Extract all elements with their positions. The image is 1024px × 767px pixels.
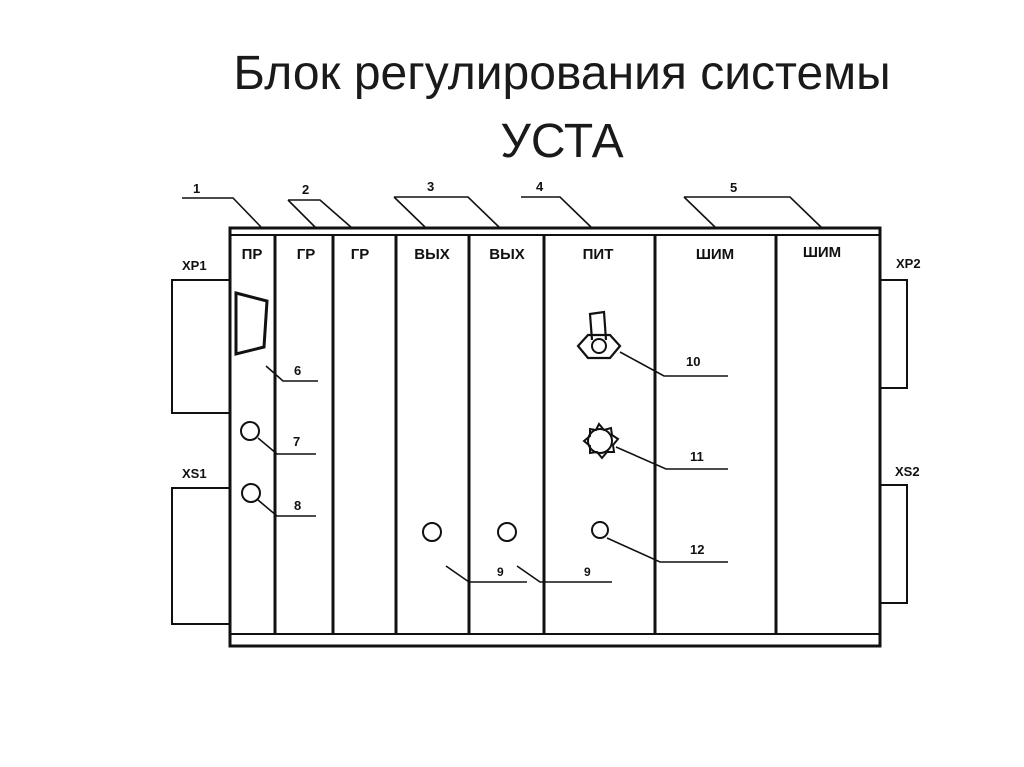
connector-xp1-box xyxy=(171,279,231,414)
module-label-shim-2: ШИМ xyxy=(803,244,841,261)
callout-leader-1 xyxy=(182,197,263,229)
callout-number-9b: 9 xyxy=(584,565,591,579)
led-indicator-8 xyxy=(241,483,261,503)
module-label-pit: ПИТ xyxy=(583,246,614,263)
led-indicator-9b xyxy=(497,522,517,542)
callout-leader-10 xyxy=(619,351,728,377)
title-line-1: Блок регулирования системы xyxy=(233,47,891,100)
callout-leader-6 xyxy=(265,365,318,382)
chassis-outline xyxy=(228,226,882,648)
callout-number-12: 12 xyxy=(690,542,704,557)
callout-number-11: 11 xyxy=(690,449,704,464)
connector-xs1-box xyxy=(171,487,231,625)
connector-label-xp2: XP2 xyxy=(896,256,921,271)
page-title: Блок регулирования системы УСТА xyxy=(0,40,1024,176)
callout-number-7: 7 xyxy=(293,434,300,449)
callout-number-10: 10 xyxy=(686,354,700,369)
callout-leader-5 xyxy=(683,196,823,229)
callout-leader-9b xyxy=(516,565,612,583)
callout-number-1: 1 xyxy=(193,181,200,196)
callout-leader-9a xyxy=(445,565,527,583)
callout-number-6: 6 xyxy=(294,363,301,378)
module-label-gr-1: ГР xyxy=(297,246,316,263)
led-indicator-9a xyxy=(422,522,442,542)
toggle-switch xyxy=(576,310,622,360)
callout-leader-4 xyxy=(521,196,593,229)
led-indicator-7 xyxy=(240,421,260,441)
callout-leader-8 xyxy=(257,499,316,517)
connector-xp2-box xyxy=(879,279,908,389)
d-sub-connector xyxy=(234,291,269,356)
connector-label-xs2: XS2 xyxy=(895,464,920,479)
connector-label-xp1: XP1 xyxy=(182,258,207,273)
led-indicator-12 xyxy=(591,521,609,539)
module-label-gr-2: ГР xyxy=(351,246,370,263)
callout-number-4: 4 xyxy=(536,179,544,194)
module-label-vyh-2: ВЫХ xyxy=(489,246,525,263)
connector-label-xs1: XS1 xyxy=(182,466,207,481)
module-label-vyh-1: ВЫХ xyxy=(414,246,450,263)
module-label-pr: ПР xyxy=(242,246,263,263)
title-line-2: УСТА xyxy=(500,115,624,168)
callout-leader-3 xyxy=(393,196,501,229)
fuse-holder xyxy=(582,422,620,460)
callout-number-3: 3 xyxy=(427,179,434,194)
callout-number-9a: 9 xyxy=(497,565,504,579)
callout-number-8: 8 xyxy=(294,498,301,513)
connector-xs2-box xyxy=(879,484,908,604)
callout-number-2: 2 xyxy=(302,182,309,197)
callout-leader-11 xyxy=(615,446,728,470)
callout-leader-2 xyxy=(287,199,353,229)
callout-number-5: 5 xyxy=(730,180,737,195)
callout-leader-12 xyxy=(606,537,728,563)
callout-leader-7 xyxy=(257,437,316,455)
module-label-shim-1: ШИМ xyxy=(696,246,734,263)
